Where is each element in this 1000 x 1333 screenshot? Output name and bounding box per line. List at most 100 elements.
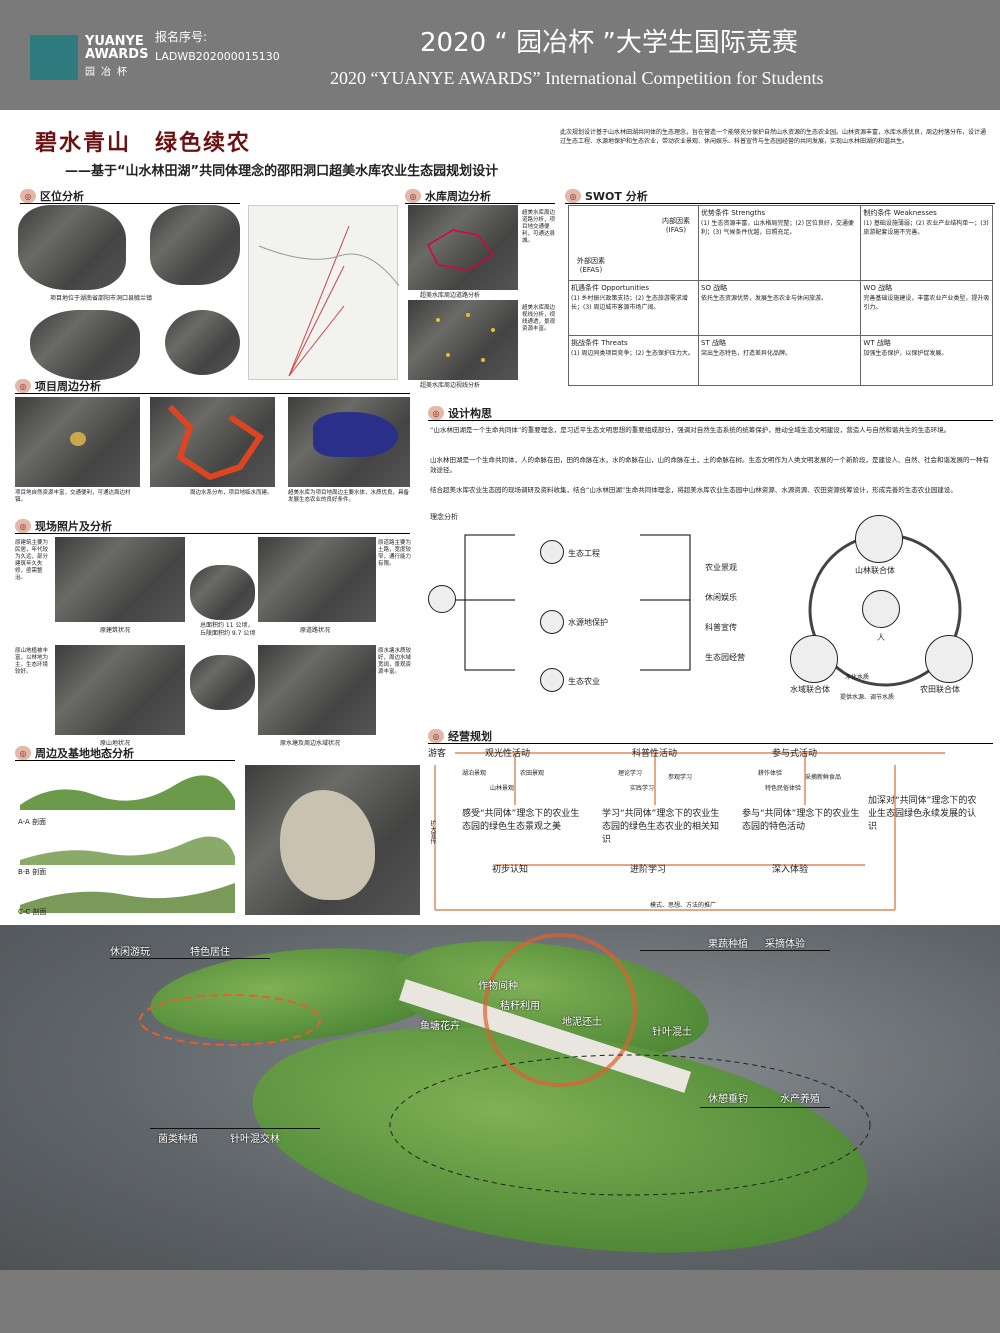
render-label-11: 水产养殖 (780, 1094, 820, 1105)
project-map-3 (288, 397, 410, 487)
pond-photo (258, 645, 376, 735)
section-cc: C-C 剖面 (18, 908, 47, 916)
swot-table: 内部因素 (IFAS) 外部因素 (EFAS) 优势条件 Strengths(1… (568, 205, 993, 386)
op-stage-1: 观光性活动 (485, 749, 531, 759)
poster-subtitle: ——基于“山水林田湖”共同体理念的邵阳洞口超美水库农业生态园规划设计 (65, 164, 499, 179)
swot-st: ST 战略突出生态特色，打造差异化品牌。 (697, 335, 862, 386)
divider (428, 420, 993, 421)
design-paragraph-1: “山水林田湖是一个生命共同体”的重要理念，是习近平生态文明思想的重要组成部分，强… (430, 426, 951, 434)
outcome-2: 休闲娱乐 (705, 593, 737, 602)
reservoir-caption-2: 超美水库周边视线分析 (420, 382, 481, 389)
divider (15, 393, 410, 394)
cycle-label-human: 人 (877, 633, 885, 642)
aerial-render: 休闲游玩 特色居住 果蔬种植 采摘体验 作物间种 秸秆利用 鱼塘花卉 地泥还土 … (0, 923, 1000, 1288)
section-operation: ◎经营规划 (428, 728, 492, 744)
terrain-plan-map (245, 765, 420, 915)
site-plan-top (190, 565, 255, 620)
leader-line (700, 1107, 830, 1108)
divider (405, 203, 555, 204)
op-stage-3: 参与式活动 (772, 749, 818, 759)
tree-item-2: 水源地保护 (568, 618, 608, 627)
section-icon: ◎ (15, 379, 31, 393)
site-outline-map (165, 310, 240, 375)
op-tourist: 游客 (428, 749, 447, 759)
yuanye-logo-icon (30, 35, 78, 80)
outcome-3: 科普宣传 (705, 623, 737, 632)
s2-item-3: 实践学习 (630, 785, 655, 792)
leader-line (640, 950, 830, 951)
cycle-arrow-label-1: 净化水质 (845, 674, 870, 681)
swot-strengths: 优势条件 Strengths(1) 生态资源丰富，山水格局完整；(2) 区位良好… (697, 205, 862, 281)
poster-title: 碧水青山 绿色续农 (35, 130, 252, 156)
op-paragraph-2: 学习“共同体”理念下的农业生态园的绿色生态农业的相关知识 (602, 809, 720, 845)
reservoir-area (313, 412, 398, 457)
traffic-map (248, 205, 400, 380)
reservoir-view-map (408, 300, 518, 380)
site-plan-shape (280, 790, 375, 900)
terrain-sections (20, 775, 235, 913)
section-icon: ◎ (405, 189, 421, 203)
swot-wo: WO 战略完善基础设施建设，丰富农业产业类型，提升吸引力。 (860, 280, 993, 336)
render-label-1: 休闲游玩 (110, 947, 150, 958)
tree-node-2 (540, 610, 564, 634)
leader-line (150, 1128, 320, 1129)
site-note-2: 原道路主要为土路，宽度较窄，通行能力有限。 (378, 540, 412, 567)
divider (428, 743, 993, 744)
project-caption-2: 周边水系分布，项目地临水而建。 (190, 490, 273, 496)
section-bb: B-B 剖面 (18, 868, 47, 876)
swot-weaknesses: 制约条件 Weaknesses(1) 基础设施薄弱；(2) 农业产业结构单一；(… (860, 205, 993, 281)
section-reservoir: ◎水库周边分析 (405, 188, 491, 204)
site-note-4: 原水塘水质较好，周边水域宽阔，景观资源丰富。 (378, 648, 412, 675)
section-icon: ◎ (428, 729, 444, 743)
site-caption-3: 原山地状况 (100, 740, 131, 747)
city-map (150, 205, 240, 285)
reservoir-note-1: 超美水库周边道路分析，项目地交通便利，可通达县城。 (522, 210, 556, 244)
render-label-5: 作物间种 (478, 981, 518, 992)
building-photo (55, 537, 185, 622)
leader-line (110, 958, 270, 959)
s1-item-3: 山林景观 (490, 785, 515, 792)
op-level-1: 初步认知 (492, 865, 529, 875)
cycle-node-farmland (925, 635, 973, 683)
design-paragraph-3: 结合超美水库农业生态园的现场调研及资料收集，结合“山水林田湖”生命共同体理念，将… (430, 486, 957, 494)
cycle-label-water: 水域联合体 (790, 685, 830, 694)
project-caption-1: 项目地自然资源丰富，交通便利，可通达周边村镇。 (15, 490, 131, 503)
swot-wt: WT 战略加强生态保护，以保护促发展。 (860, 335, 993, 386)
divider (565, 203, 995, 204)
section-terrain: ◎周边及基地地态分析 (15, 745, 134, 761)
render-label-9: 针叶混土 (652, 1027, 692, 1038)
concept-tree-lines (455, 534, 691, 671)
swot-opportunities: 机遇条件 Opportunities(1) 乡村振兴政策支持；(2) 生态旅游需… (568, 280, 699, 336)
cycle-label-farmland: 农田联合体 (920, 685, 960, 694)
section-project: ◎项目周边分析 (15, 378, 101, 394)
op-paragraph-1: 感受“共同体”理念下的农业生态园的绿色生态景观之美 (462, 809, 580, 832)
road-overlay (427, 229, 495, 271)
render-label-13: 针叶混交林 (230, 1134, 280, 1145)
section-design: ◎设计构思 (428, 405, 492, 421)
site-marker (70, 432, 86, 446)
cycle-node-forest (855, 515, 903, 563)
tree-item-3: 生态农业 (568, 677, 600, 686)
op-side: 扩大宣传 (429, 820, 436, 844)
section-location: ◎区位分析 (20, 188, 84, 204)
site-note-1: 原建筑主要为民居，年代较为久远，部分建筑年久失修，亟需整治。 (15, 540, 49, 581)
render-label-8: 地泥还土 (562, 1017, 602, 1028)
op-stage-2: 科普性活动 (632, 749, 678, 759)
render-label-3: 果蔬种植 (708, 939, 748, 950)
op-bottom: 模式、思想、方法的推广 (650, 902, 717, 909)
site-note-3: 原山地植被丰富，以林地为主，生态环境较好。 (15, 648, 49, 675)
competition-title-en: 2020 “YUANYE AWARDS” International Compe… (330, 68, 824, 88)
render-label-12: 菌类种植 (158, 1134, 198, 1145)
reservoir-caption-1: 超美水库周边道路分析 (420, 292, 481, 299)
reservoir-road-map (408, 205, 518, 290)
s2-item-2: 参观学习 (668, 774, 693, 781)
cycle-arrow-label-2: 提供水源、调节水质 (840, 694, 895, 701)
water-overlay (167, 404, 265, 481)
reservoir-note-2: 超美水库周边视线分析，视线通透，景观资源丰富。 (522, 305, 556, 332)
operation-flow-lines (434, 752, 945, 911)
s3-item-2: 采摘新鲜食品 (805, 774, 842, 781)
cycle-node-human (862, 590, 900, 628)
op-level-3: 深入体验 (772, 865, 809, 875)
